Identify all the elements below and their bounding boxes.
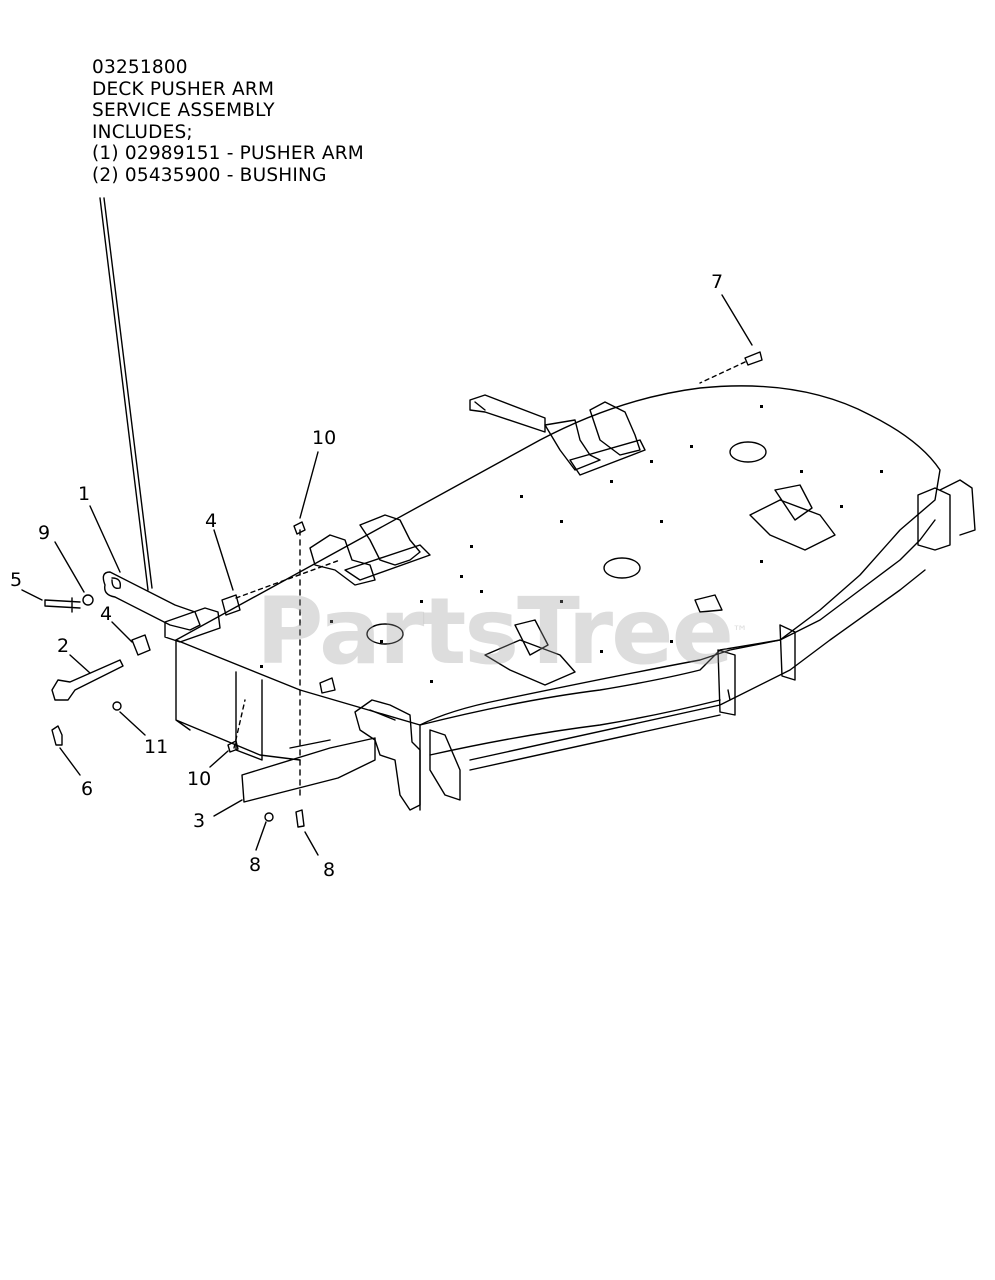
callout-10-top[interactable]: 10 — [312, 427, 337, 449]
leader-1 — [89, 505, 121, 573]
pusher-arm-pivot — [164, 607, 221, 643]
watermark-trademark: ™ — [731, 622, 748, 641]
nut-10-front — [227, 740, 239, 753]
callout-10-front[interactable]: 10 — [187, 768, 212, 790]
callout-7[interactable]: 7 — [711, 271, 724, 293]
callout-3[interactable]: 3 — [193, 810, 206, 832]
pin-2 — [51, 659, 124, 701]
leader-7 — [721, 294, 753, 346]
blade-opening-center — [603, 557, 641, 579]
nut-9 — [82, 594, 94, 606]
rear-mount-left — [309, 514, 421, 586]
side-bracket-3 — [917, 479, 976, 551]
partstree-watermark: PartsTree™ — [256, 586, 748, 678]
leader-6 — [59, 747, 81, 776]
watermark-text: PartsTree — [256, 578, 734, 685]
leader-3 — [213, 799, 243, 817]
bolt-8b — [295, 809, 305, 828]
callout-8-left[interactable]: 8 — [249, 854, 262, 876]
leader-2 — [69, 654, 91, 674]
blade-opening-left — [366, 623, 404, 645]
deck-tab-small — [319, 677, 336, 694]
front-bracket — [354, 699, 421, 811]
note-line-subtitle: SERVICE ASSEMBLY — [92, 100, 275, 121]
leader-10a — [299, 451, 319, 519]
callout-6[interactable]: 6 — [81, 778, 94, 800]
side-bracket-2 — [779, 624, 796, 681]
nut-11 — [112, 701, 122, 711]
assembly-note: 03251800 DECK PUSHER ARM SERVICE ASSEMBL… — [92, 57, 364, 186]
rear-linkage-arm — [469, 394, 546, 433]
callout-4-rear[interactable]: 4 — [205, 510, 218, 532]
leader-10b — [209, 750, 229, 768]
rear-mount-right — [544, 401, 646, 476]
deck-skirt-panel — [235, 671, 263, 761]
bolt-5 — [44, 597, 81, 613]
leader-9 — [54, 541, 85, 593]
callout-8-right[interactable]: 8 — [323, 859, 336, 881]
leader-4a — [213, 529, 234, 591]
dash-line-10b — [233, 699, 246, 749]
leader-8a — [255, 821, 267, 851]
note-leader-line — [99, 197, 153, 591]
bushing-front — [131, 634, 151, 656]
pin-7 — [744, 351, 763, 366]
side-bracket-4 — [429, 729, 461, 801]
deck-holes — [260, 405, 883, 683]
note-line-title: DECK PUSHER ARM — [92, 78, 275, 100]
leader-11 — [119, 711, 146, 736]
deck-tab — [694, 594, 723, 613]
deck-top-outline — [175, 385, 941, 726]
note-line-part-number: 03251800 — [92, 57, 188, 78]
bolt-8a — [264, 812, 274, 822]
callout-11[interactable]: 11 — [144, 736, 169, 758]
callout-9[interactable]: 9 — [38, 522, 51, 544]
blade-opening-right — [729, 441, 767, 463]
deck-ramp-right — [749, 484, 836, 551]
callout-1[interactable]: 1 — [78, 483, 91, 505]
note-line-includes: INCLUDES; — [92, 121, 193, 143]
pusher-arm — [102, 571, 201, 631]
note-line-item-bushing: (2) 05435900 - BUSHING — [92, 164, 327, 186]
leader-4b — [111, 621, 133, 643]
nut-10-top — [293, 521, 306, 535]
rear-mount-plate-left — [344, 544, 431, 581]
pusher-plate-3 — [241, 737, 376, 803]
dash-line-7 — [699, 361, 746, 384]
side-bracket-1 — [717, 649, 736, 716]
deck-ramp-center — [484, 619, 576, 686]
leader-5 — [21, 589, 43, 601]
bushing-rear — [221, 594, 241, 616]
callout-5[interactable]: 5 — [10, 569, 23, 591]
leader-8b — [304, 831, 319, 856]
dash-line-4 — [235, 559, 341, 599]
callout-2[interactable]: 2 — [57, 635, 70, 657]
note-line-item-pusher-arm: (1) 02989151 - PUSHER ARM — [92, 143, 364, 164]
bolt-6 — [51, 725, 63, 746]
deck-side-skirt — [419, 519, 936, 771]
callout-4-front[interactable]: 4 — [100, 603, 113, 625]
